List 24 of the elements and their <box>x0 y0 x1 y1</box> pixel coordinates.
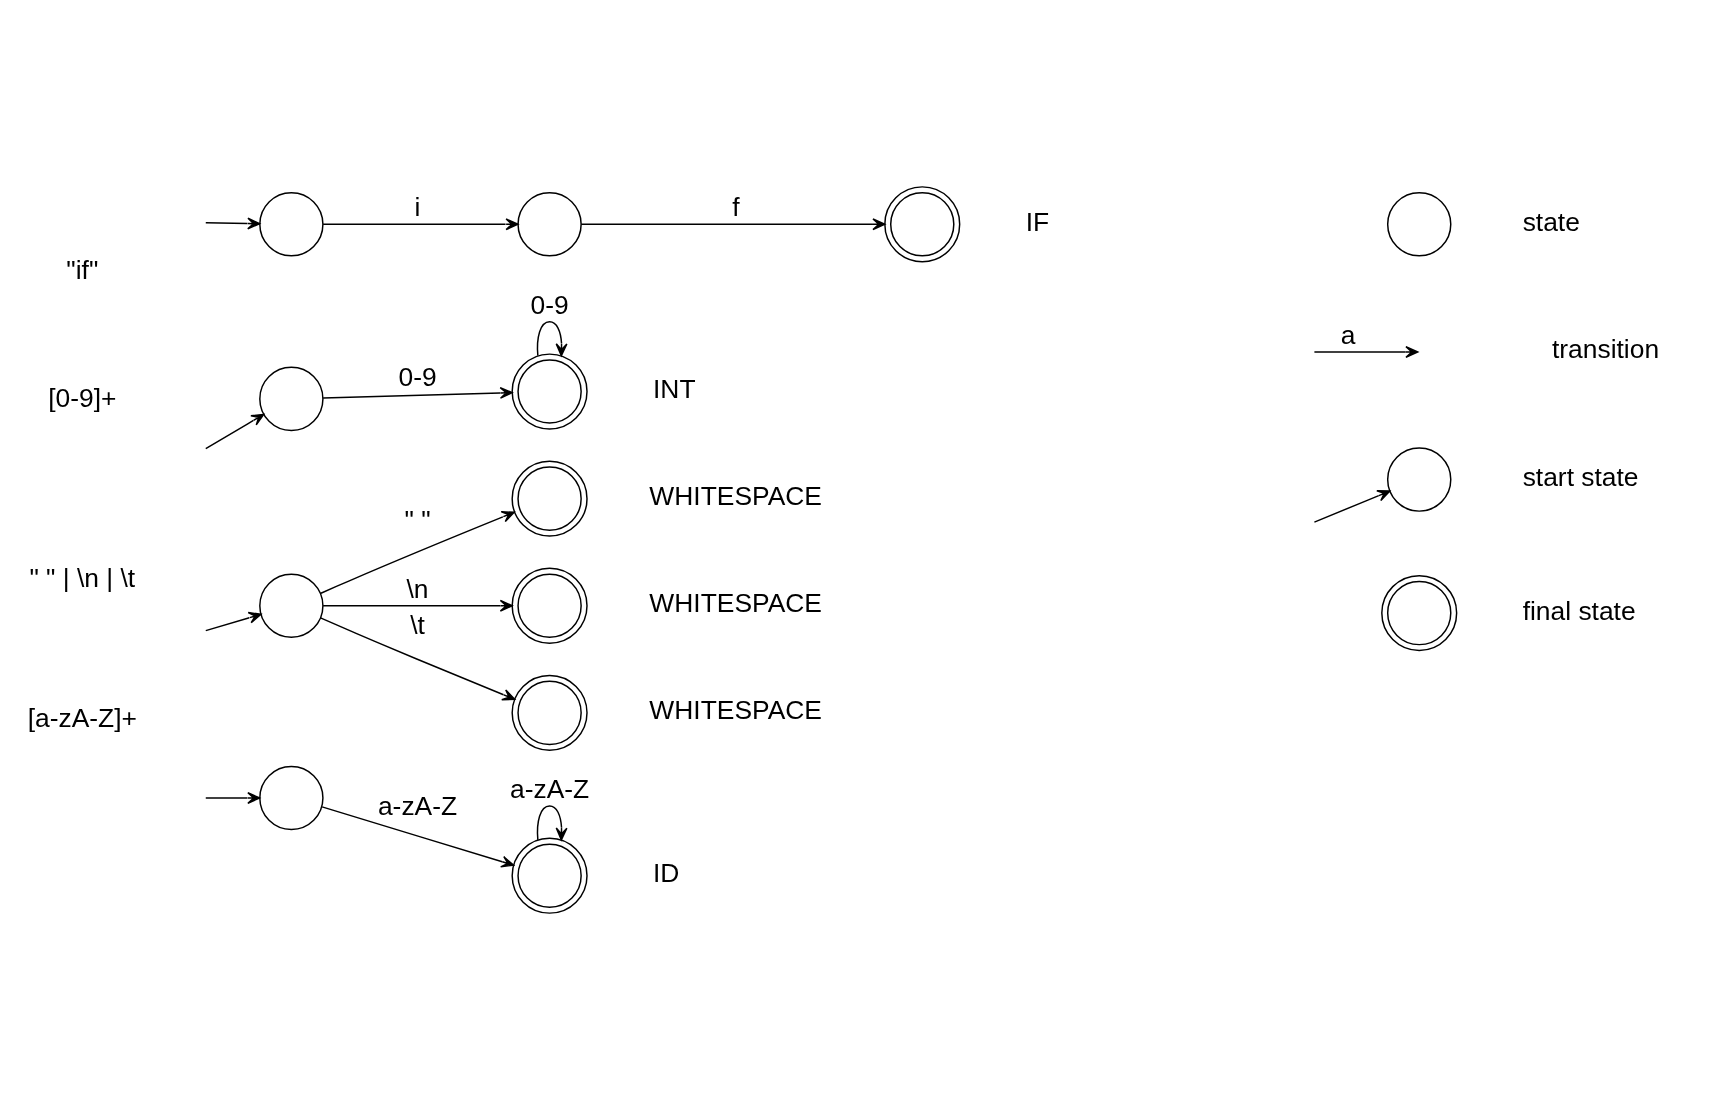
label: a <box>1340 319 1356 350</box>
node-label: state <box>1522 206 1580 237</box>
edge-label: a-zA-Z <box>510 773 590 804</box>
edge-label: " " <box>404 504 431 535</box>
edge-label: i <box>414 192 421 223</box>
label: "if" <box>66 255 99 286</box>
node-label: WHITESPACE <box>649 481 822 512</box>
node-label: final state <box>1522 595 1636 626</box>
edge-label: f <box>732 192 740 223</box>
edge-label: \n <box>406 573 429 604</box>
label: " " | \n | \t <box>29 563 136 594</box>
label: [0-9]+ <box>48 382 117 413</box>
edge-label: a-zA-Z <box>377 790 458 821</box>
edge-label: \t <box>410 610 425 641</box>
node-label: WHITESPACE <box>649 695 822 726</box>
node-label: IF <box>1025 206 1050 237</box>
label: [a-zA-Z]+ <box>27 702 137 733</box>
node-label: INT <box>653 374 696 404</box>
legend-label: transition <box>1552 334 1660 365</box>
edge-label: 0-9 <box>530 289 569 320</box>
node-label: ID <box>653 858 680 889</box>
node-label: start state <box>1522 462 1639 493</box>
edge-label: 0-9 <box>398 362 437 393</box>
node-label: WHITESPACE <box>649 588 822 619</box>
